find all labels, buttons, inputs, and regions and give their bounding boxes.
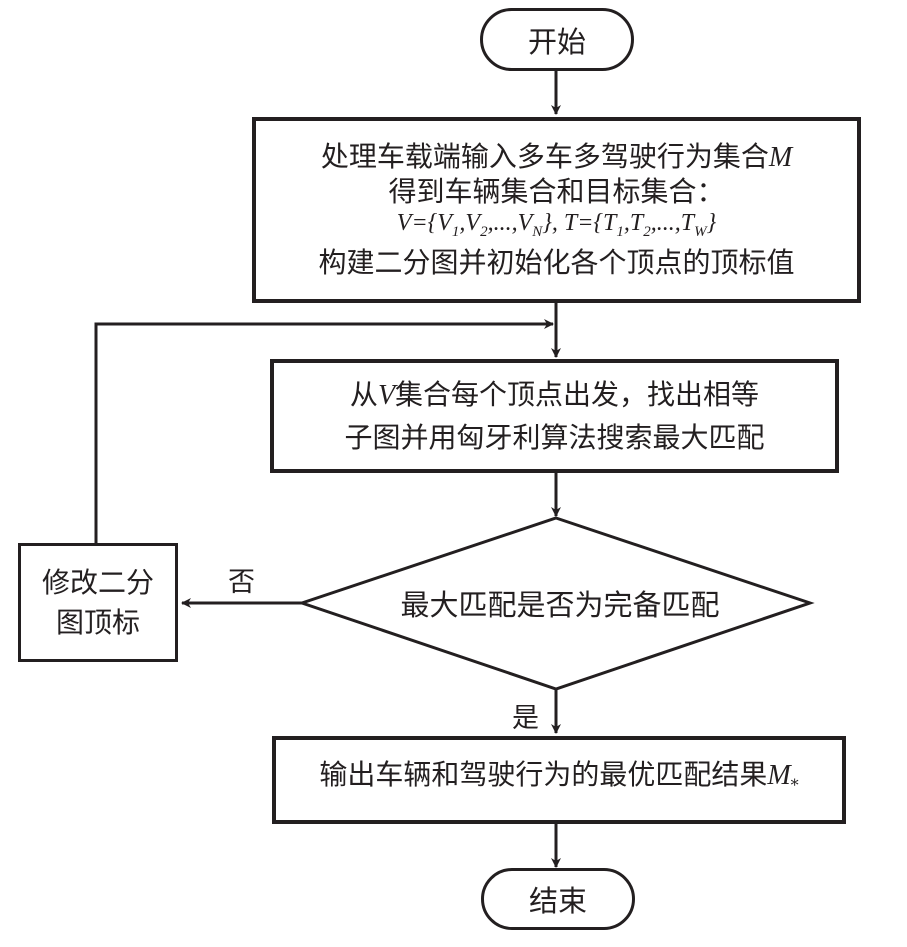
- init-line-1: 处理车载端输入多车多驾驶行为集合M: [320, 140, 793, 173]
- init-line-2: 得到车辆集合和目标集合：: [388, 175, 725, 208]
- output-process-box: 输出车辆和驾驶行为的最优匹配结果M*: [272, 736, 846, 824]
- no-label: 否: [228, 567, 255, 598]
- end-label: 结束: [528, 884, 587, 918]
- search-line-1: 从V集合每个顶点出发，找出相等: [349, 377, 760, 411]
- modify-labels-box: 修改二分 图顶标: [18, 543, 178, 662]
- start-terminal: 开始: [480, 8, 634, 71]
- modify-line-2: 图顶标: [55, 605, 140, 639]
- output-line: 输出车辆和驾驶行为的最优匹配结果M*: [319, 757, 799, 795]
- yes-label: 是: [512, 703, 539, 734]
- init-sets-formula: V={V1,V2,...,VN}, T={T1,T2,...,TW}: [396, 210, 717, 240]
- decision-diamond-shape: [297, 516, 815, 691]
- search-process-box: 从V集合每个顶点出发，找出相等 子图并用匈牙利算法搜索最大匹配: [270, 359, 839, 473]
- end-terminal: 结束: [481, 868, 635, 930]
- init-process-box: 处理车载端输入多车多驾驶行为集合M 得到车辆集合和目标集合： V={V1,V2,…: [252, 117, 861, 303]
- modify-line-1: 修改二分: [41, 565, 154, 599]
- search-line-2: 子图并用匈牙利算法搜索最大匹配: [344, 420, 765, 454]
- decision-label: 最大匹配是否为完备匹配: [400, 588, 720, 622]
- set-m-var: M: [768, 142, 793, 173]
- start-label: 开始: [527, 24, 586, 59]
- result-var-sub: *: [790, 775, 799, 795]
- loop-back-line: [94, 319, 554, 543]
- init-line-4: 构建二分图并初始化各个顶点的顶标值: [318, 246, 795, 279]
- result-var: M: [767, 759, 791, 791]
